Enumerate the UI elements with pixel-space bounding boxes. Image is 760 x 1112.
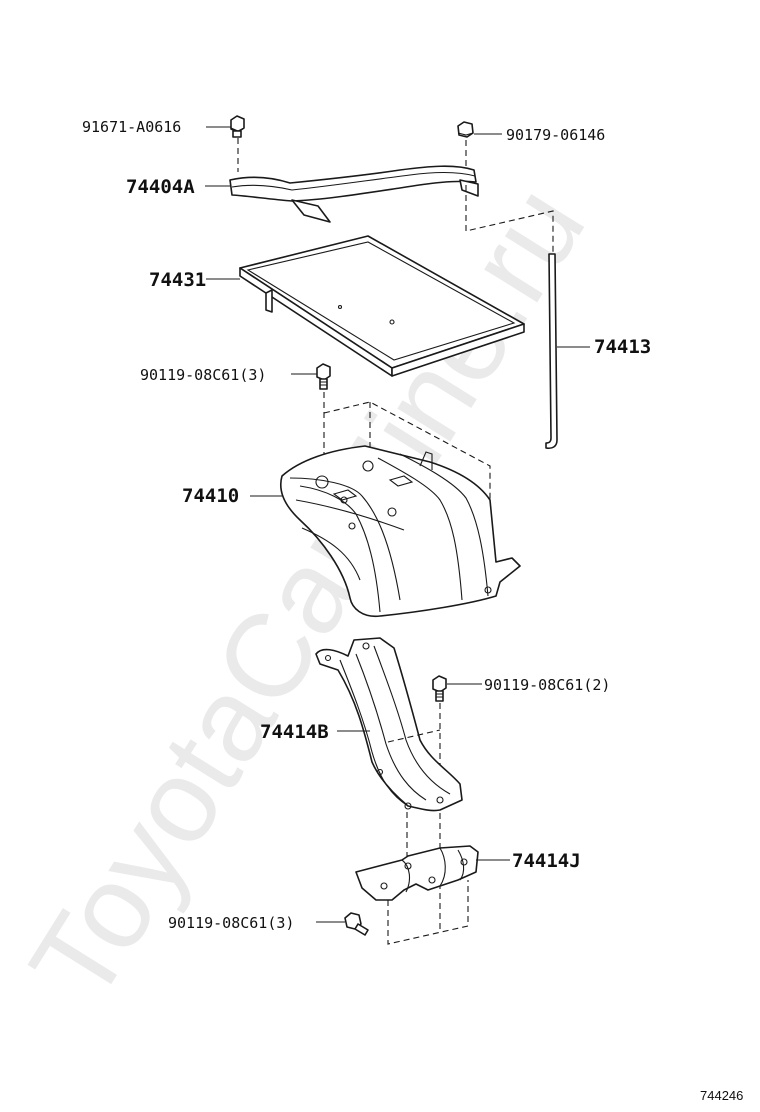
bolt-90119-top-icon <box>316 363 331 390</box>
label-74404A: 74404A <box>126 176 195 198</box>
part-74414B <box>315 637 463 812</box>
part-74413 <box>545 253 558 450</box>
figure-id: 744246 <box>700 1088 743 1103</box>
label-91671-A0616: 91671-A0616 <box>82 118 181 136</box>
label-90119-08C61-3-bottom: 90119-08C61(3) <box>168 914 294 932</box>
label-90119-08C61-2: 90119-08C61(2) <box>484 676 610 694</box>
nut-90179-icon <box>457 121 474 138</box>
bolt-90119-bot-icon <box>344 912 369 936</box>
label-74414B: 74414B <box>260 721 329 743</box>
label-90119-08C61-3-top: 90119-08C61(3) <box>140 366 266 384</box>
part-74404A <box>229 165 479 223</box>
part-74410 <box>280 445 521 618</box>
label-74431: 74431 <box>149 269 206 291</box>
bolt-91671-icon <box>230 115 245 138</box>
part-74431 <box>239 235 525 377</box>
part-74414J <box>355 845 479 901</box>
bolt-90119-mid-icon <box>432 675 447 702</box>
label-74414J: 74414J <box>512 850 581 872</box>
label-90179-06146: 90179-06146 <box>506 126 605 144</box>
label-74410: 74410 <box>182 485 239 507</box>
label-74413: 74413 <box>594 336 651 358</box>
